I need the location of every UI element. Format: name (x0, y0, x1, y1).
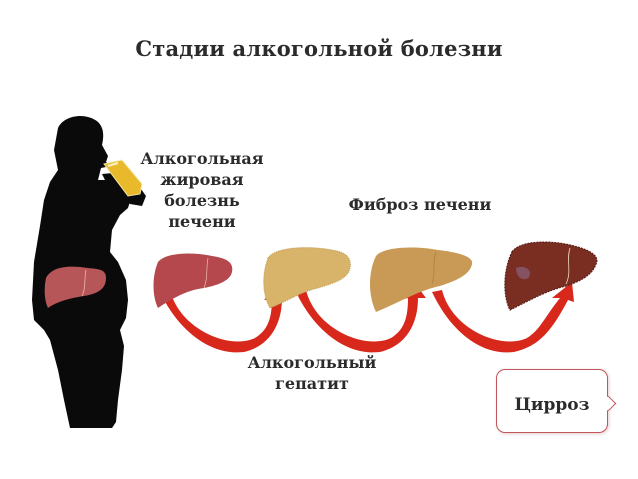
stage-hepatitis-label: Алкогольный гепатит (222, 352, 402, 394)
label-line: гепатит (275, 374, 349, 393)
stage-cirrhosis-callout: Цирроз (496, 369, 617, 433)
liver-fibrosis-icon (370, 247, 473, 312)
stage-fatty-liver-label: Алкогольная жировая болезнь печени (132, 148, 272, 232)
liver-fatty-icon (263, 247, 351, 309)
liver-in-body-icon (44, 266, 106, 308)
beer-glass-icon (103, 159, 143, 197)
label-line: болезнь (164, 191, 240, 210)
page-title: Стадии алкогольной болезни (135, 36, 503, 61)
label-line: Алкогольный (247, 353, 377, 372)
label-line: печени (168, 212, 236, 231)
curved-arrow-icon (160, 282, 574, 353)
liver-cirrhosis-icon (504, 241, 598, 311)
label-line: Алкогольная (140, 149, 264, 168)
liver-healthy-icon (153, 253, 233, 308)
stage-cirrhosis-label: Цирроз (514, 395, 590, 415)
label-line: жировая (160, 170, 244, 189)
stage-fibrosis-label: Фиброз печени (348, 195, 492, 214)
